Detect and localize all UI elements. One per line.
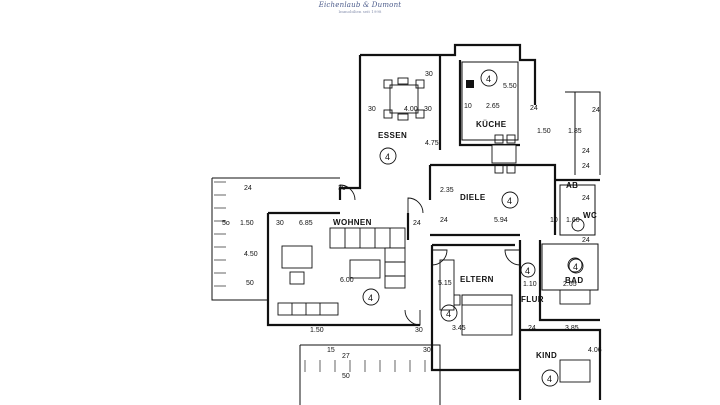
dim-wohnen-left-a: 5o — [222, 220, 230, 227]
room-label-bad: BAD — [565, 276, 584, 285]
dim-bottom-30: 30 — [423, 347, 431, 354]
room-label-diele: DIELE — [460, 193, 486, 202]
dim-wohnen-height: 6.00 — [340, 277, 354, 284]
dim-diele-left: 24 — [440, 217, 448, 224]
room-label-flur: FLUR — [521, 295, 544, 304]
washbasin — [567, 257, 583, 273]
dim-bottom-27: 27 — [342, 353, 350, 360]
dim-eltern-right: 1.10 — [523, 281, 537, 288]
sideboard — [277, 302, 339, 316]
wall-outline — [211, 43, 602, 405]
dim-right-col-2: 24 — [582, 163, 590, 170]
dim-kind-width: 3.85 — [565, 325, 579, 332]
room-number: 4 — [525, 266, 530, 276]
dim-diele-right: 10 — [550, 217, 558, 224]
room-number: 4 — [507, 196, 512, 206]
wardrobe — [439, 259, 455, 311]
dim-bottom-50: 50 — [342, 373, 350, 380]
company-logo: Eichenlaub & Dumont Immobilien seit 1998 — [300, 1, 420, 14]
bed — [447, 294, 513, 336]
room-number: 4 — [385, 152, 390, 162]
logo-subtext: Immobilien seit 1998 — [338, 9, 382, 14]
dim-wohnen-bottom: 1.50 — [310, 327, 324, 334]
dim-essen-right: 30 — [424, 106, 432, 113]
logo-script-text: Eichenlaub & Dumont — [318, 1, 402, 9]
dim-essen-top: 30 — [425, 71, 433, 78]
room-label-wc: WC — [583, 211, 597, 220]
dim-kueche-top: 5.50 — [503, 83, 517, 90]
room-number: 4 — [547, 374, 552, 384]
dim-eltern-width: 3.45 — [452, 325, 466, 332]
dim-essen-width: 4.00 — [404, 106, 418, 113]
dim-essen-height: 4.75 — [425, 140, 439, 147]
toilet — [571, 218, 585, 232]
stove — [466, 80, 474, 88]
room-label-kind: KIND — [536, 351, 557, 360]
room-number-circles: 4 4 4 4 4 4 4 4 — [362, 69, 584, 387]
dim-bad-width: 2.65 — [563, 281, 577, 288]
dim-kueche-right: 24 — [530, 105, 538, 112]
armchair — [281, 245, 313, 269]
dim-bottom-15: 15 — [327, 347, 335, 354]
dim-kueche-side: 1.50 — [537, 128, 551, 135]
side-table — [289, 271, 305, 285]
room-label-eltern: ELTERN — [460, 275, 494, 284]
dim-wohnen-bottom2: 30 — [415, 327, 423, 334]
kitchen-table — [491, 134, 517, 174]
door-swings — [339, 184, 521, 326]
dim-top-24-right: 24 — [592, 107, 600, 114]
room-number: 4 — [446, 309, 451, 319]
dim-kueche-width: 2.65 — [486, 103, 500, 110]
room-label-ab: AB — [566, 181, 578, 190]
dim-right-col-1: 24 — [582, 148, 590, 155]
dim-essen-left: 30 — [368, 106, 376, 113]
dim-wohnen-width: 6.85 — [299, 220, 313, 227]
bathtub — [559, 289, 591, 305]
room-label-kueche: KÜCHE — [476, 120, 507, 129]
desk — [559, 359, 591, 383]
dim-wohnen-top-right: 30 — [338, 185, 346, 192]
dimension-labels: 30 4.00 30 30 4.75 10 2.65 5.50 24 1.50 … — [222, 71, 602, 380]
room-number: 4 — [573, 262, 578, 272]
dim-right-col-3: 24 — [582, 195, 590, 202]
room-number: 4 — [368, 293, 373, 303]
sofa — [329, 227, 406, 289]
dim-kind-height: 4.06 — [588, 347, 602, 354]
dim-kind-side: 24 — [528, 325, 536, 332]
room-number: 4 — [486, 74, 491, 84]
dim-left-50: 50 — [246, 280, 254, 287]
dim-eltern-height: 5.15 — [438, 280, 452, 287]
dim-wohnen-mid: 24 — [413, 220, 421, 227]
dim-wohnen-side: 4.50 — [244, 251, 258, 258]
dim-right-col-4: 24 — [582, 237, 590, 244]
dim-wohnen-side-top: 24 — [244, 185, 252, 192]
dim-wohnen-left-c: 30 — [276, 220, 284, 227]
dim-kueche-left: 10 — [464, 103, 472, 110]
dim-diele-right2: 1.60 — [566, 217, 580, 224]
dim-diele-width: 5.94 — [494, 217, 508, 224]
dim-wohnen-left-b: 1.50 — [240, 220, 254, 227]
dining-table — [383, 77, 425, 121]
room-label-essen: ESSEN — [378, 131, 407, 140]
dim-diele-height: 2.35 — [440, 187, 454, 194]
dim-kueche-side2: 1.85 — [568, 128, 582, 135]
terrace-hatching — [214, 181, 426, 372]
room-label-wohnen: WOHNEN — [333, 218, 372, 227]
